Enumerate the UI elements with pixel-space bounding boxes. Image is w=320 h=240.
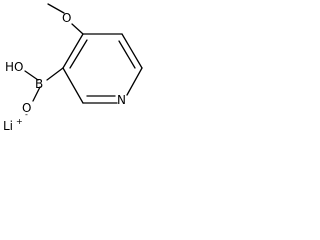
chemical-structure: O HO B O - N Li +: [3, 3, 143, 133]
boron-label: B: [35, 77, 43, 91]
lithium-charge-label: +: [16, 117, 23, 126]
boron-hydroxyl-bond: [24, 70, 39, 81]
boron-oxide-bond: [32, 86, 41, 102]
ring-boron-bond: [46, 67, 64, 81]
oxide-charge-label: -: [25, 110, 28, 119]
oxide-oxygen-label: O: [22, 101, 31, 115]
ring-bond-c6-n: [126, 67, 143, 96]
methyl-bond: [47, 3, 65, 14]
methoxy-oxygen-label: O: [62, 11, 71, 25]
lithium-label: Li: [3, 119, 13, 133]
ring-bond-c5-c6-inner: [118, 40, 136, 69]
ring-bond-c3-c4-inner: [69, 39, 88, 69]
hydroxyl-label: HO: [5, 60, 23, 74]
ring-nitrogen-label: N: [117, 93, 126, 107]
methoxy-ring-bond: [71, 23, 84, 35]
ring-bond-c3-c4: [62, 33, 84, 69]
ring-bond-c5-c6: [121, 33, 143, 69]
ring-bond-c2-c3: [62, 67, 84, 104]
